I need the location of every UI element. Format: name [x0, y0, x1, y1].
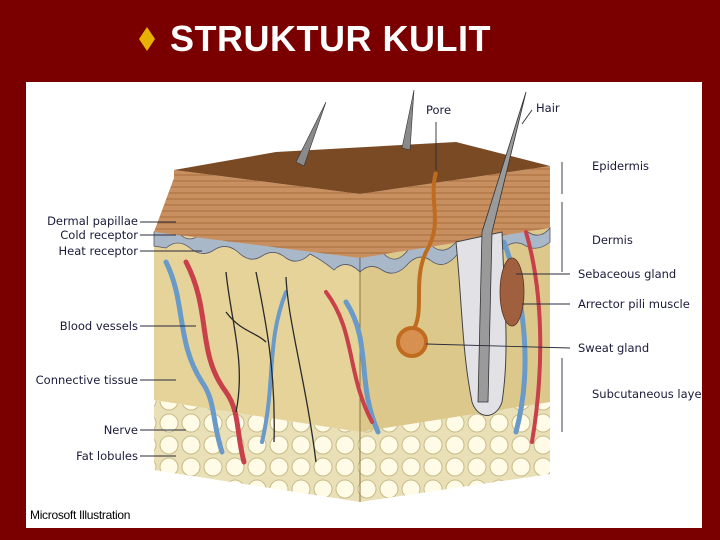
label-epidermis: Epidermis [592, 159, 649, 173]
label-hair: Hair [536, 101, 560, 115]
illustration-credit: Microsoft Illustration [30, 508, 131, 522]
label-arrector-pili-muscle: Arrector pili muscle [578, 297, 690, 311]
label-pore: Pore [426, 103, 451, 117]
label-dermis: Dermis [592, 233, 633, 247]
slide-title-row: STRUKTUR KULIT [138, 18, 491, 60]
label-heat-receptor: Heat receptor [59, 244, 139, 258]
slide-title: STRUKTUR KULIT [170, 18, 491, 59]
label-blood-vessels: Blood vessels [60, 319, 138, 333]
label-nerve: Nerve [104, 423, 138, 437]
diamond-bullet-icon [139, 27, 155, 51]
label-subcutaneous-layer: Subcutaneous layer [592, 387, 702, 401]
label-sebaceous-gland: Sebaceous gland [578, 267, 676, 281]
nerves [225, 271, 317, 463]
sweat-gland [396, 171, 438, 358]
label-fat-lobules: Fat lobules [76, 449, 138, 463]
surface-hairs [295, 89, 415, 167]
leader-lines [140, 109, 571, 457]
hair-follicle [455, 91, 527, 416]
label-connective-tissue: Connective tissue [36, 373, 138, 387]
slide-header: STRUKTUR KULIT [0, 0, 720, 82]
skin-diagram-panel: Dermal papillae Cold receptor Heat recep… [26, 82, 707, 528]
label-dermal-papillae: Dermal papillae [47, 214, 138, 228]
subcutaneous-fat [154, 400, 550, 502]
label-cold-receptor: Cold receptor [60, 228, 138, 242]
label-sweat-gland: Sweat gland [578, 341, 649, 355]
skin-cross-section-illustration: Dermal papillae Cold receptor Heat recep… [36, 89, 707, 502]
